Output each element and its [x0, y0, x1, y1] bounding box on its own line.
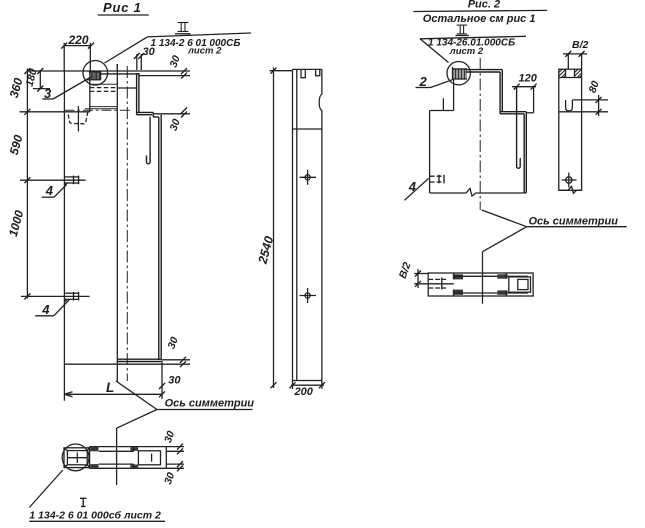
- svg-text:4: 4: [41, 302, 50, 317]
- svg-text:лист 2: лист 2: [449, 46, 484, 57]
- svg-text:Остальное см рис 1: Остальное см рис 1: [423, 13, 536, 25]
- svg-text:Рис. 2: Рис. 2: [468, 0, 500, 11]
- svg-text:1 134-2 6 01 000сб лист 2: 1 134-2 6 01 000сб лист 2: [29, 510, 161, 522]
- svg-text:1 134-26.01.000СБ: 1 134-26.01.000СБ: [428, 38, 515, 49]
- svg-text:Ось симметрии: Ось симметрии: [165, 398, 255, 410]
- svg-text:1 134-2 6 01 000СБ: 1 134-2 6 01 000СБ: [151, 38, 241, 49]
- svg-text:4: 4: [45, 183, 54, 198]
- svg-text:80: 80: [587, 79, 602, 94]
- svg-text:Ось симметрии: Ось симметрии: [529, 216, 619, 228]
- svg-text:Рис 1: Рис 1: [103, 0, 142, 15]
- svg-text:30: 30: [143, 46, 156, 58]
- svg-text:200: 200: [294, 386, 314, 398]
- svg-text:30: 30: [166, 335, 181, 350]
- svg-text:L: L: [106, 380, 114, 395]
- svg-text:1000: 1000: [6, 208, 27, 238]
- svg-text:220: 220: [68, 33, 89, 47]
- svg-text:4: 4: [408, 179, 417, 194]
- svg-text:30: 30: [168, 117, 183, 132]
- svg-text:180: 180: [24, 68, 40, 88]
- svg-text:лист 2: лист 2: [187, 45, 222, 56]
- svg-text:360: 360: [7, 76, 26, 99]
- svg-text:30: 30: [168, 375, 181, 387]
- svg-text:30: 30: [162, 429, 177, 444]
- svg-text:2: 2: [419, 74, 428, 89]
- svg-text:30: 30: [168, 54, 183, 69]
- svg-text:590: 590: [7, 133, 26, 156]
- svg-text:В/2: В/2: [397, 261, 414, 281]
- svg-text:3: 3: [44, 86, 52, 101]
- svg-text:В/2: В/2: [572, 39, 589, 51]
- svg-text:120: 120: [519, 73, 538, 85]
- svg-text:30: 30: [162, 471, 177, 486]
